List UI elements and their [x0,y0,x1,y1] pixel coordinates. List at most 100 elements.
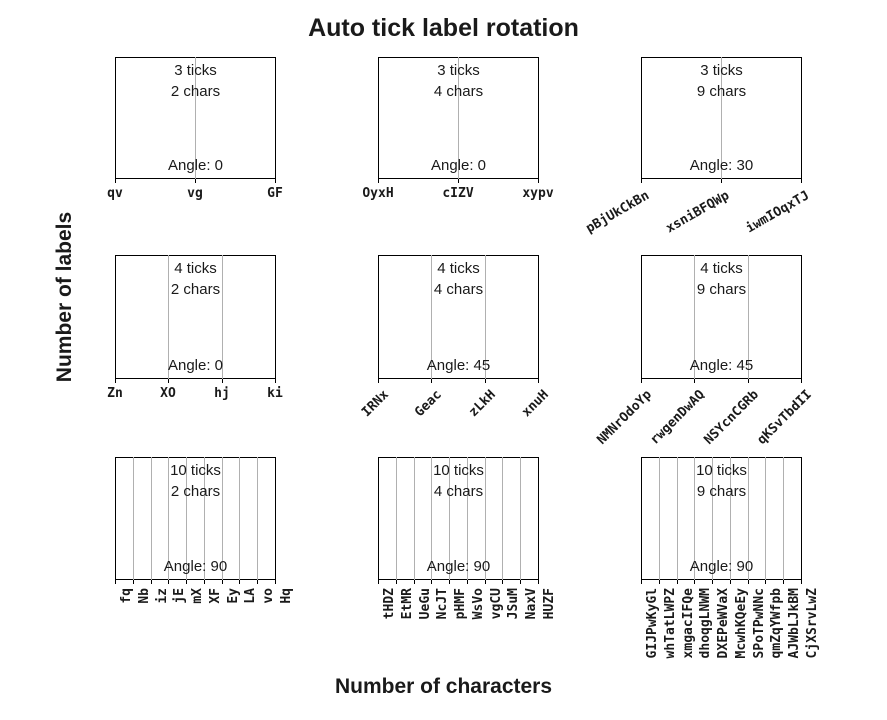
tick-mark [641,379,642,383]
gridline [748,457,749,580]
tick-count-annotation: 10 ticks [170,462,221,479]
tick-mark [449,580,450,584]
axes-frame [115,457,276,580]
tick-label: vgCU [489,588,504,620]
tick-mark [467,580,468,584]
gridline [694,457,695,580]
tick-mark [168,580,169,584]
angle-annotation: Angle: 0 [167,157,224,174]
tick-label: ki [267,386,283,401]
tick-label: qKSvTbdII [754,387,815,448]
tick-mark [222,379,223,383]
tick-label: LA [243,588,258,604]
tick-count-annotation: 3 ticks [437,62,480,79]
tick-mark [115,179,116,183]
tick-mark [485,580,486,584]
tick-mark [694,580,695,584]
char-count-annotation: 4 chars [433,83,484,100]
gridline [694,255,695,379]
tick-mark [275,379,276,383]
tick-mark [801,580,802,584]
gridline [151,457,152,580]
tick-label: Zn [107,386,123,401]
angle-annotation: Angle: 0 [167,357,224,374]
gridline [195,57,196,179]
tick-mark [538,580,539,584]
gridline [204,457,205,580]
tick-label: SPoTPwNNc [752,588,767,659]
angle-annotation: Angle: 90 [689,558,754,575]
tick-mark [485,379,486,383]
tick-mark [538,379,539,383]
tick-label: iwmIOqxTJ [743,188,812,237]
tick-mark [378,580,379,584]
tick-label: rwgenDwAQ [647,387,708,448]
tick-label: qv [107,186,123,201]
tick-mark [115,379,116,383]
gridline [239,457,240,580]
tick-label: NcJT [435,588,450,620]
char-count-annotation: 2 chars [170,281,221,298]
tick-label: qmZqYWfpb [769,588,784,659]
gridline [458,57,459,179]
tick-mark [641,179,642,183]
gridline [449,457,450,580]
tick-mark [431,379,432,383]
tick-label: Geac [412,387,445,421]
tick-mark [275,580,276,584]
gridline [186,457,187,580]
tick-mark [721,179,722,183]
gridline [396,457,397,580]
tick-mark [748,379,749,383]
tick-label: dhoqgLNWM [698,588,713,659]
tick-mark [520,580,521,584]
char-count-annotation: 4 chars [433,281,484,298]
tick-mark [275,179,276,183]
axes-frame [378,457,539,580]
tick-label: CjXSrvLwZ [805,588,820,659]
tick-mark [151,580,152,584]
tick-label: NSYcnCGRb [701,387,762,448]
gridline [659,457,660,580]
tick-label: cIZV [442,186,474,201]
tick-mark [431,580,432,584]
tick-label: GF [267,186,283,201]
tick-label: whTatLWPZ [663,588,678,659]
tick-count-annotation: 3 ticks [174,62,217,79]
gridline [257,457,258,580]
tick-label: EtMR [400,588,415,620]
tick-label: zLkH [466,387,499,421]
gridline [485,255,486,379]
tick-label: hj [214,386,230,401]
tick-mark [502,580,503,584]
y-axis-label: Number of labels [53,211,76,383]
tick-mark [115,580,116,584]
tick-label: xypv [522,186,554,201]
tick-label: WsVo [471,588,486,620]
tick-mark [801,379,802,383]
tick-mark [765,580,766,584]
tick-count-annotation: 4 ticks [700,260,743,277]
gridline [730,457,731,580]
tick-label: IRNx [359,387,392,421]
figure-title: Auto tick label rotation [308,14,579,42]
tick-mark [396,580,397,584]
char-count-annotation: 2 chars [170,483,221,500]
tick-label: AJWbLJkBM [787,588,802,659]
tick-label: OyxH [362,186,394,201]
angle-annotation: Angle: 45 [426,357,491,374]
tick-mark [641,580,642,584]
tick-mark [458,179,459,183]
tick-mark [133,580,134,584]
tick-label: pHMF [453,588,468,620]
tick-mark [378,379,379,383]
tick-label: UeGu [418,588,433,620]
tick-label: McwhKQeEy [734,588,749,659]
tick-mark [239,580,240,584]
tick-count-annotation: 10 ticks [433,462,484,479]
tick-label: Ey [226,588,241,604]
